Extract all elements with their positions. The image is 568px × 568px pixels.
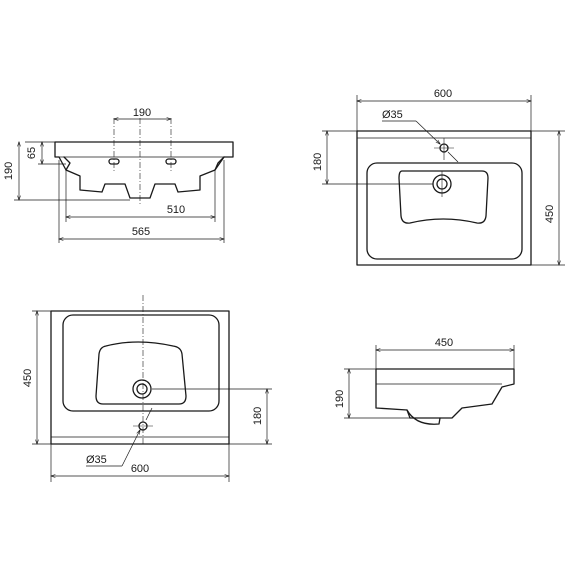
dim-label-a-diameter: Ø35 [382,109,403,121]
top-view-b: 450 180 600 Ø35 [22,295,272,482]
side-basin-outline [375,368,515,419]
dim-label-b-width: 600 [131,463,149,475]
front-right-bracket [214,156,225,171]
dim-label-outer-width: 565 [132,226,150,238]
front-basin-outline [54,141,234,199]
side-view: 450 190 [334,337,515,425]
dim-label-b-offset: 180 [252,407,264,425]
dim-label-hole-spacing: 190 [133,107,151,119]
dim-label-a-offset: 180 [312,153,324,171]
top-view-a: 600 450 180 Ø35 [312,88,565,266]
leader-a-line [415,120,440,144]
dim-label-total-height: 190 [3,162,15,180]
top-b-basin-floor [95,341,187,405]
leader-b-line [121,430,140,467]
side-drain [406,409,441,425]
front-view: 190 65 190 510 565 [3,107,234,243]
dim-label-b-depth: 450 [22,369,34,387]
top-b-drain-outer [132,379,152,399]
leader-a-tail [447,151,459,163]
dim-label-inner-width: 510 [167,204,185,216]
top-b-bowl [62,314,220,412]
leader-b-tail [145,407,153,421]
dim-label-side-height: 190 [334,390,346,408]
top-b-drain-inner [136,383,148,395]
dim-label-a-depth: 450 [544,205,556,223]
front-left-bracket [63,156,71,171]
top-a-bowl [366,162,523,260]
top-a-outline [356,130,532,266]
dim-label-b-diameter: Ø35 [86,454,107,466]
top-a-basin-floor [398,170,489,224]
dim-label-side-depth: 450 [435,337,453,349]
dim-label-rim-height: 65 [26,147,38,159]
dim-label-a-width: 600 [434,88,452,100]
top-b-outline [50,310,230,445]
